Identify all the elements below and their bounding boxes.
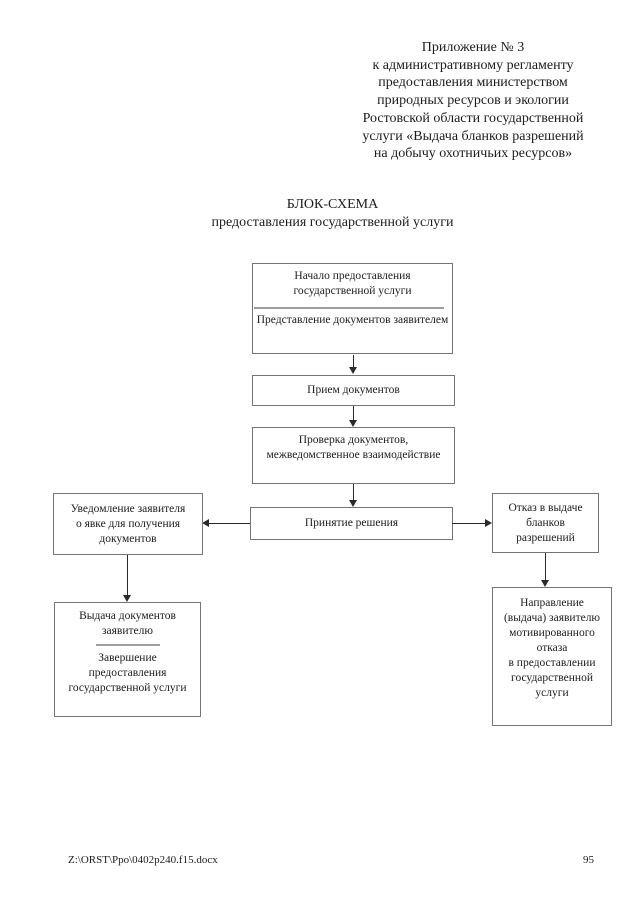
footer-file-path: Z:\ORST\Ppo\0402p240.f15.docx xyxy=(68,854,218,866)
box-text-line: государственной xyxy=(511,672,593,684)
flow-box-start: Начало предоставления государственной ус… xyxy=(252,263,453,354)
header-line: услуги «Выдача бланков разрешений xyxy=(362,128,584,144)
arrow-shaft xyxy=(208,523,250,524)
box-text-line: Прием документов xyxy=(307,384,400,396)
box-text-line: Отказ в выдаче xyxy=(508,501,583,514)
flow-box-receive: Прием документов xyxy=(252,375,455,406)
box-text-line: Принятие решения xyxy=(304,517,399,529)
header-line: Ростовской области государственной xyxy=(362,110,584,126)
header-line: на добычу охотничьих ресурсов» xyxy=(373,146,573,162)
arrow-head-left-icon xyxy=(202,519,209,527)
arrow-head-down-icon xyxy=(123,595,131,602)
arrow-check-to-decision xyxy=(349,484,358,507)
arrow-head-down-icon xyxy=(349,500,357,507)
header-line: к административному регламенту xyxy=(372,57,574,73)
arrow-head-down-icon xyxy=(541,580,549,587)
box-text-line: разрешений xyxy=(516,531,575,544)
footer-page-number: 95 xyxy=(583,854,594,866)
arrow-head-right-icon xyxy=(485,519,492,527)
arrow-shaft xyxy=(545,553,546,581)
flow-box-check: Проверка документов, межведомственное вз… xyxy=(252,427,455,484)
box-text-line: Завершение xyxy=(98,652,157,664)
box-text-line: предоставления xyxy=(88,667,167,679)
box-text-line: Уведомление заявителя xyxy=(70,502,186,515)
arrow-receive-to-check xyxy=(349,406,358,427)
box-text-line: государственной услуги xyxy=(68,682,187,694)
arrow-shaft xyxy=(452,523,486,524)
box-text-line: услуги xyxy=(535,687,569,699)
title-line-1: БЛОК-СХЕМА xyxy=(286,197,379,212)
box-text-line: бланков xyxy=(526,516,565,529)
header-line: предоставления министерством xyxy=(378,75,568,91)
box-text-line: документов xyxy=(99,532,157,545)
flow-box-issue: Выдача документов заявителю Завершение п… xyxy=(54,602,201,717)
arrow-notify-to-issue xyxy=(123,555,132,602)
flow-box-refuse: Отказ в выдаче бланков разрешений xyxy=(492,493,599,553)
header-line: Приложение № 3 xyxy=(421,40,525,55)
box-text-line: (выдача) заявителю xyxy=(503,612,601,624)
box-text-line: Направление xyxy=(520,597,584,609)
arrow-head-down-icon xyxy=(349,420,357,427)
title-line-2: предоставления государственной услуги xyxy=(211,214,454,230)
arrow-decision-to-notify xyxy=(202,519,250,528)
header-line: природных ресурсов и экологии xyxy=(377,93,569,109)
arrow-shaft xyxy=(353,484,354,501)
arrow-shaft xyxy=(353,406,354,421)
arrow-shaft xyxy=(353,355,354,368)
box-text-line: о явке для получения xyxy=(75,517,181,530)
arrow-refuse-to-letter xyxy=(541,553,550,587)
box-text-line: в предоставлении xyxy=(508,657,596,669)
box-text-line: Представление документов заявителем xyxy=(256,314,449,326)
arrow-shaft xyxy=(127,555,128,596)
box-separator-line xyxy=(95,644,160,646)
box-text-line: отказа xyxy=(536,642,568,654)
arrow-start-to-receive xyxy=(349,355,358,374)
flow-box-refusal-letter: Направление (выдача) заявителю мотивиров… xyxy=(492,587,612,726)
page-title: БЛОК-СХЕМА предоставления государственно… xyxy=(60,196,605,231)
box-text-line: межведомственное взаимодействие xyxy=(266,449,441,461)
box-text-line: Начало предоставления xyxy=(294,270,411,282)
box-text-line: Выдача документов xyxy=(79,610,176,622)
flow-box-notify: Уведомление заявителя о явке для получен… xyxy=(53,493,203,555)
box-text-line: Проверка документов, xyxy=(298,434,409,446)
box-separator-line xyxy=(254,307,444,309)
arrow-head-down-icon xyxy=(349,367,357,374)
arrow-decision-to-refuse xyxy=(452,519,492,528)
flow-box-decision: Принятие решения xyxy=(250,507,453,540)
box-text-line: мотивированного xyxy=(509,627,595,639)
appendix-header: Приложение № 3 к административному регла… xyxy=(348,39,598,163)
box-text-line: государственной услуги xyxy=(293,285,412,297)
box-text-line: заявителю xyxy=(102,625,153,637)
